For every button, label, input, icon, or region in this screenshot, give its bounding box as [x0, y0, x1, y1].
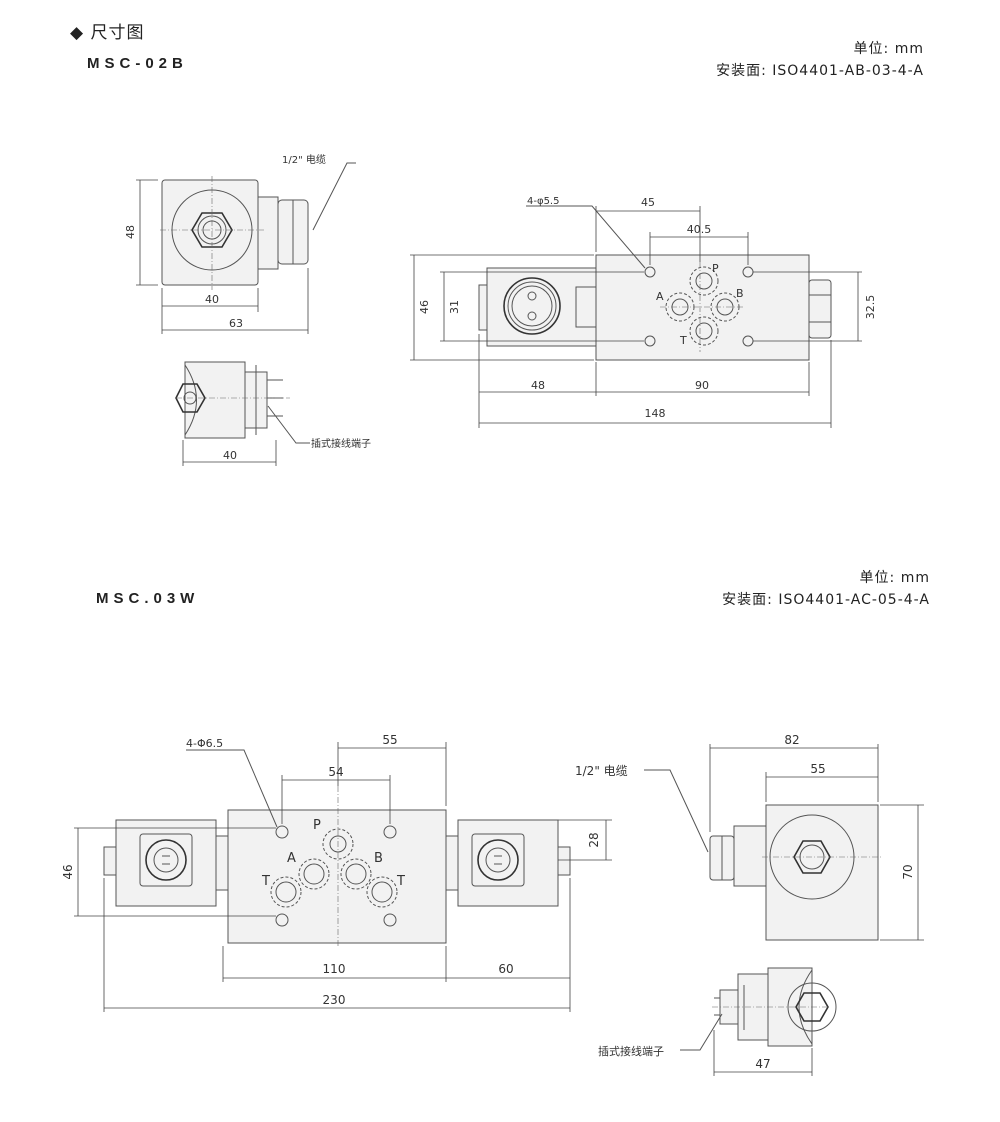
port-b-03w: B	[374, 851, 383, 866]
terminal-label-03w: 插式接线端子	[598, 1044, 664, 1058]
dim-bot60: 60	[498, 962, 513, 976]
dim-top54: 54	[328, 765, 343, 779]
model-meta-2: 单位: mm 安装面: ISO4401-AC-05-4-A	[722, 567, 930, 611]
dim-term47: 47	[755, 1057, 770, 1071]
dim-bot90: 90	[695, 379, 709, 392]
msc03w-front-view: P A B T T 4-Φ6.5 55 54 46 28 110	[61, 733, 612, 1012]
dim-left46: 46	[418, 300, 431, 314]
dim-bot48: 48	[531, 379, 545, 392]
port-p-02b: P	[712, 262, 719, 275]
msc02b-front-view: P A B T 4-φ5.5 45 40.5 46 31 32.5	[410, 196, 877, 428]
unit-label-1: 单位: mm	[853, 41, 924, 57]
unit-label-2: 单位: mm	[859, 570, 930, 586]
port-b-02b: B	[736, 287, 744, 300]
dim-side55: 55	[810, 762, 825, 776]
dim-side82: 82	[784, 733, 799, 747]
msc02b-side-view: 48 40 63 1/2" 电缆	[124, 153, 356, 334]
dim-side-w2: 63	[229, 317, 243, 330]
section-title: ◆ 尺寸图	[70, 18, 144, 43]
model-name-2: MSC.03W	[96, 590, 200, 607]
cable-label-03w: 1/2" 电缆	[575, 764, 628, 778]
mount-label-1: 安装面: ISO4401-AB-03-4-A	[716, 63, 924, 79]
port-t1-03w: T	[261, 874, 270, 889]
model-name-1: MSC-02B	[87, 55, 188, 72]
holes-label-02b: 4-φ5.5	[527, 196, 559, 207]
terminal-label-02b: 插式接线端子	[311, 437, 371, 450]
port-a-02b: A	[656, 290, 664, 303]
model-meta-1: 单位: mm 安装面: ISO4401-AB-03-4-A	[716, 38, 924, 82]
dim-left46-03w: 46	[61, 864, 75, 879]
msc03w-side-view: 82 55 70 1/2" 电缆	[575, 733, 924, 941]
section-title-text: 尺寸图	[90, 23, 145, 43]
holes-label-03w: 4-Φ6.5	[186, 737, 223, 750]
port-a-03w: A	[287, 851, 296, 866]
dim-bot230: 230	[323, 993, 346, 1007]
dim-left31: 31	[448, 300, 461, 314]
dim-side-h: 48	[124, 225, 137, 239]
dim-term-w: 40	[223, 449, 237, 462]
dim-right28: 28	[587, 832, 601, 847]
dim-bot110: 110	[323, 962, 346, 976]
port-t2-03w: T	[396, 874, 405, 889]
port-t-02b: T	[679, 334, 687, 347]
diamond-icon: ◆	[70, 23, 85, 43]
msc03w-terminal-view: 47 插式接线端子	[598, 967, 837, 1076]
dim-top405: 40.5	[687, 223, 712, 236]
dim-right325: 32.5	[864, 295, 877, 320]
cable-label-02b: 1/2" 电缆	[282, 153, 326, 166]
dim-top45: 45	[641, 196, 655, 209]
msc02b-terminal-view: 40 插式接线端子	[175, 361, 371, 466]
dim-top55: 55	[382, 733, 397, 747]
port-p-03w: P	[313, 818, 321, 833]
dim-bot148: 148	[645, 407, 666, 420]
mount-label-2: 安装面: ISO4401-AC-05-4-A	[722, 592, 930, 608]
dim-side70: 70	[901, 864, 915, 879]
dim-side-w1: 40	[205, 293, 219, 306]
